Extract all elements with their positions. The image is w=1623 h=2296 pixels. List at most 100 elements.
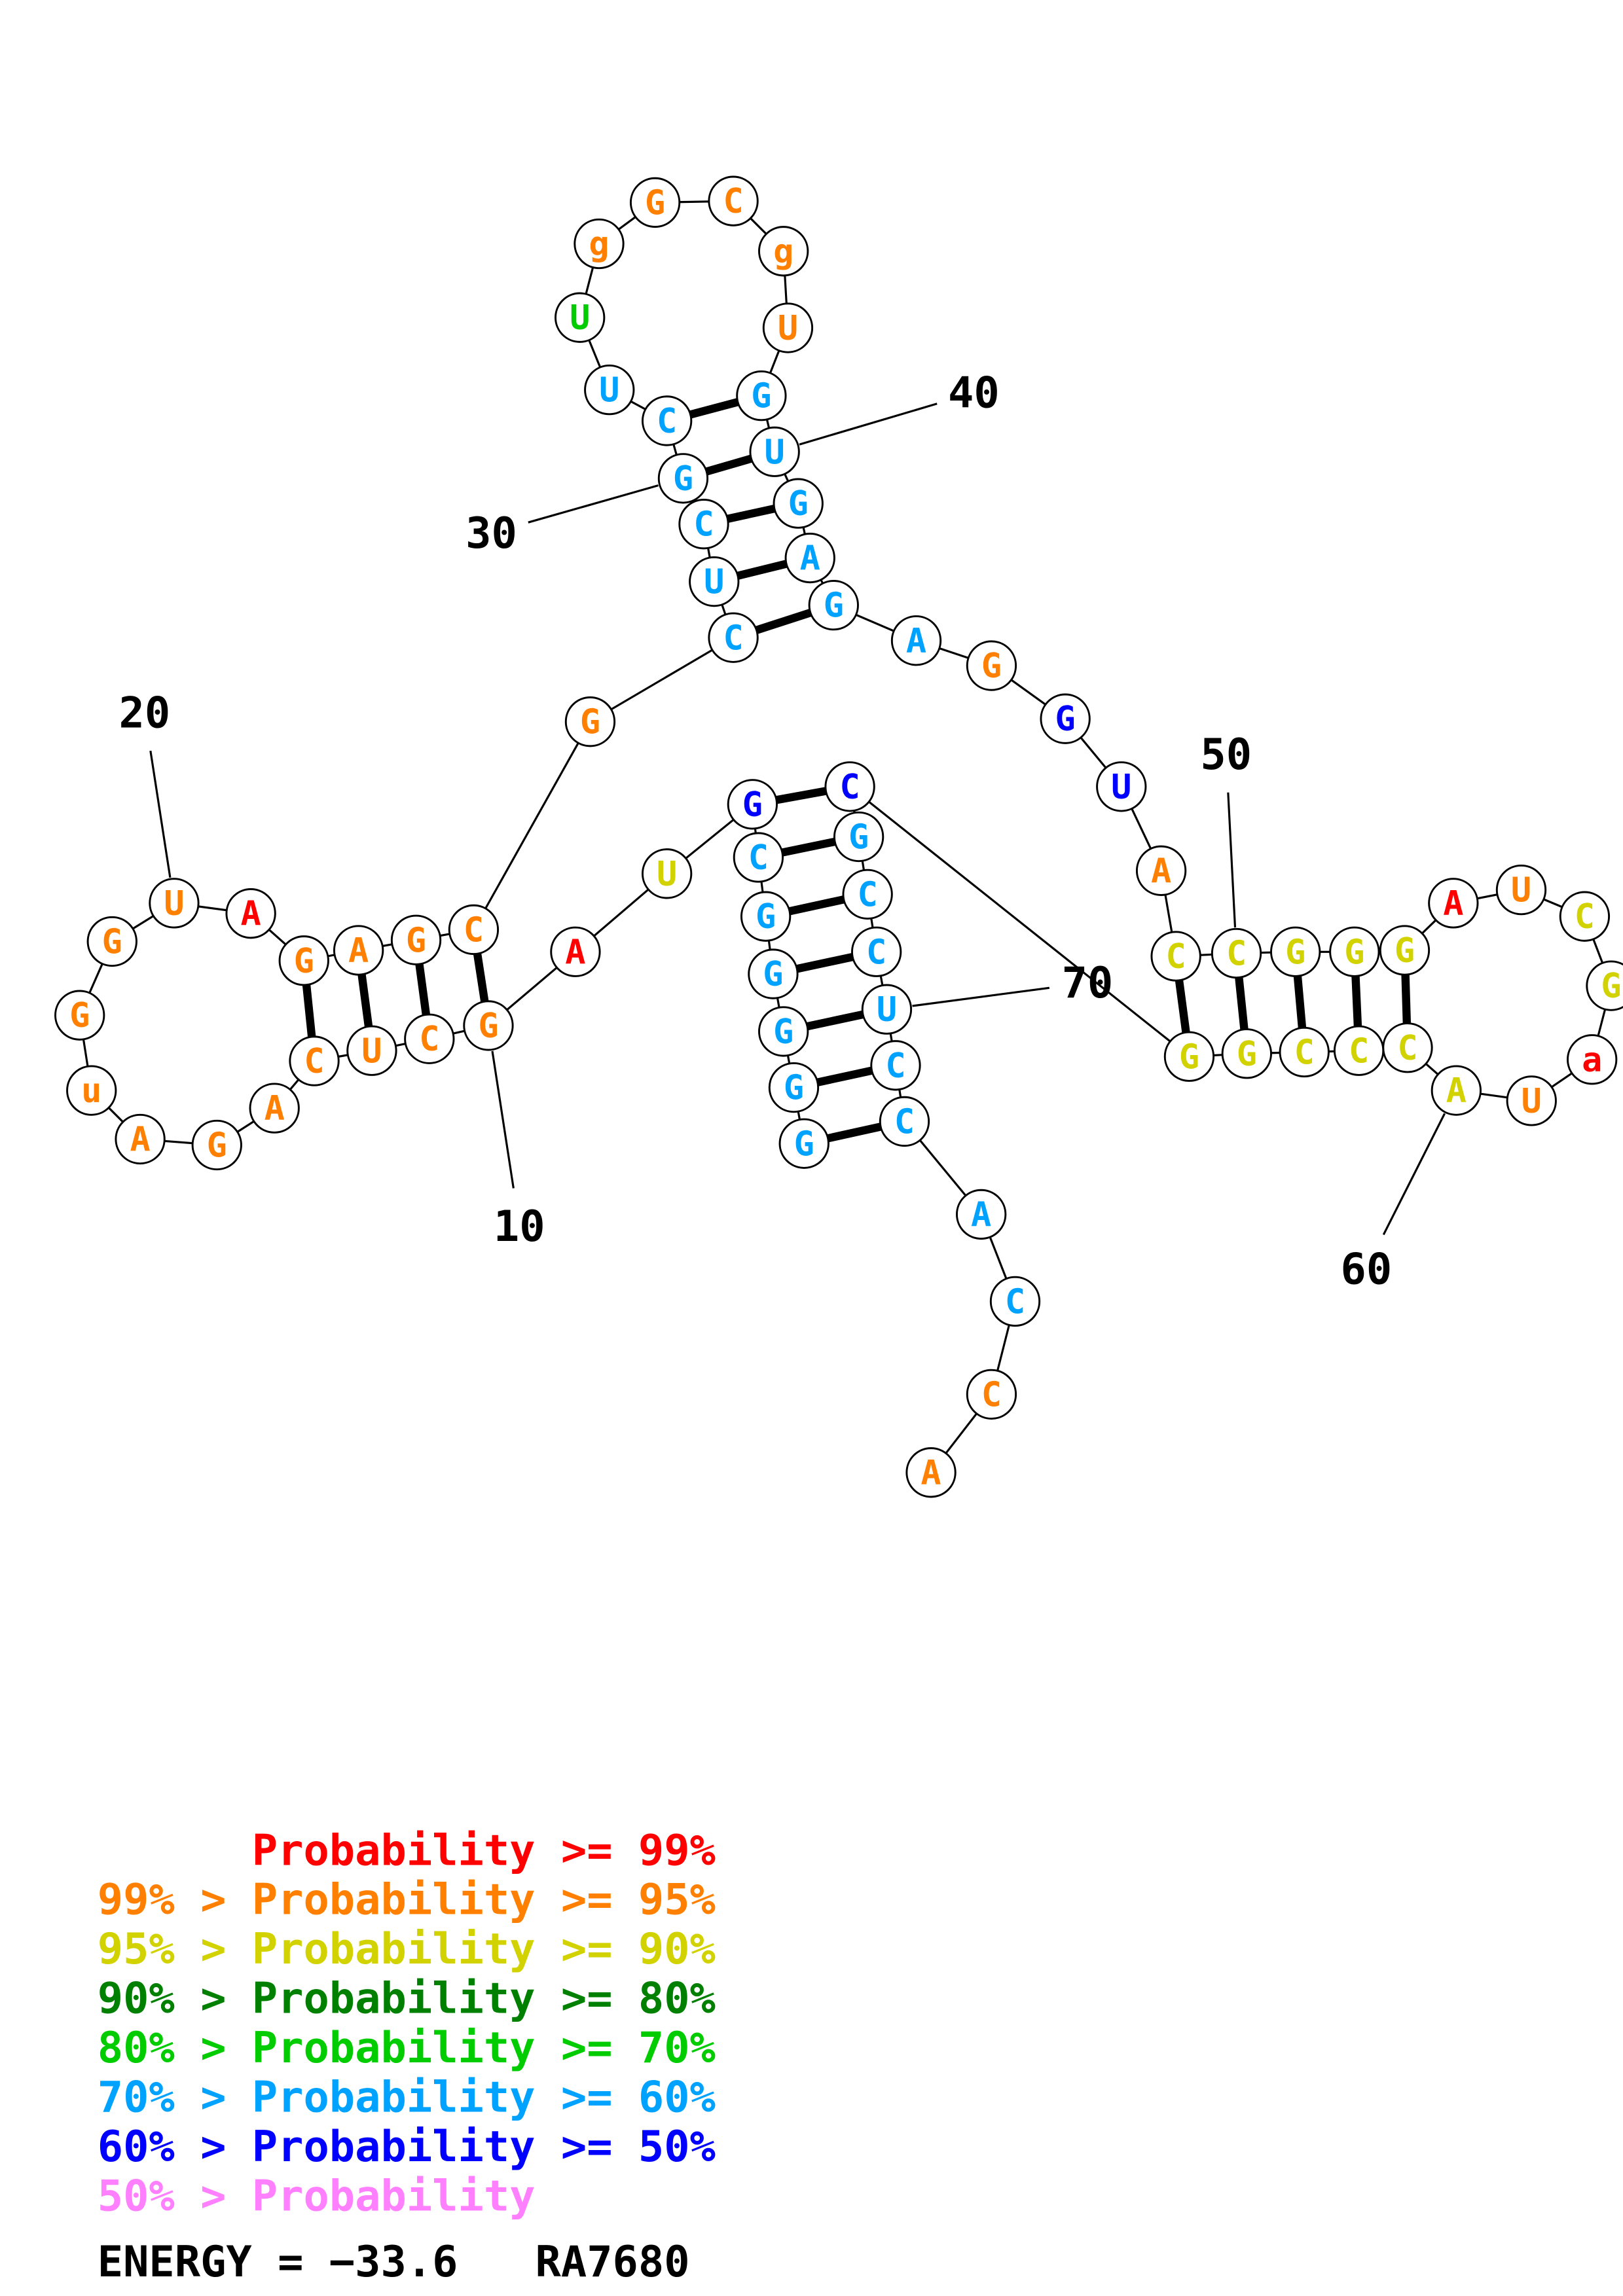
nucleotide-circle-22 (278, 935, 329, 986)
legend-row-6: 70% > Probability >= 60% (98, 2073, 716, 2123)
nucleotide-base-65: G (1179, 1037, 1199, 1077)
nucleotide-circle-74 (989, 1276, 1041, 1327)
position-label-50: 50 (1200, 730, 1252, 780)
nucleotide-base-23: A (348, 931, 369, 971)
backbone-segment-26-27 (589, 636, 734, 723)
backbone-segment-65-66 (849, 785, 1190, 1058)
probability-legend: Probability >= 99%99% > Probability >= 9… (98, 1825, 716, 2287)
leader-line-10 (491, 1050, 515, 1189)
nucleotide-base-2: G (784, 1069, 804, 1108)
nucleotide-base-19: G (102, 923, 122, 962)
nucleotide-circle-67 (833, 811, 884, 863)
nucleotide-circle-44 (890, 615, 942, 666)
nucleotide-circle-37 (758, 226, 809, 277)
nucleotide-base-29: C (693, 505, 714, 545)
nucleotide-base-67: G (848, 818, 869, 857)
nucleotide-base-16: A (130, 1121, 150, 1160)
nucleotide-base-35: G (645, 183, 665, 223)
nucleotide-base-75: C (981, 1375, 1002, 1414)
leader-line-30 (528, 484, 659, 524)
position-label-10: 10 (494, 1202, 545, 1251)
nucleotide-circle-64 (1221, 1028, 1272, 1079)
nucleotide-base-72: C (894, 1102, 915, 1141)
leader-line-20 (149, 750, 172, 878)
nucleotide-circle-36 (708, 175, 759, 226)
nucleotide-base-63: C (1294, 1033, 1315, 1073)
nucleotide-base-38: U (778, 309, 798, 348)
nucleotide-base-51: G (1285, 933, 1305, 972)
position-label-60: 60 (1341, 1244, 1393, 1294)
nucleotide-base-17: u (81, 1071, 101, 1111)
nucleotide-base-36: C (723, 182, 743, 221)
nucleotide-base-73: A (971, 1195, 991, 1234)
nucleotide-circle-56 (1559, 891, 1611, 942)
nucleotide-base-49: C (1166, 937, 1186, 977)
legend-row-4: 90% > Probability >= 80% (98, 1974, 716, 2024)
nucleotide-base-46: G (1055, 700, 1076, 739)
nucleotide-circle-11 (404, 1013, 455, 1064)
energy-line: ENERGY = −33.6 RA7680 (98, 2237, 690, 2287)
nucleotide-base-30: G (673, 459, 693, 499)
nucleotide-circle-59 (1506, 1075, 1557, 1126)
nucleotide-circle-16 (115, 1113, 166, 1165)
nucleotide-circle-58 (1567, 1034, 1618, 1085)
backbone-segment-25-26 (473, 721, 591, 931)
nucleotide-base-31: C (657, 402, 677, 441)
nucleotide-circle-69 (851, 926, 902, 977)
nucleotide-base-28: U (704, 563, 724, 602)
nucleotide-circle-42 (784, 532, 835, 584)
nucleotide-circle-15 (191, 1119, 242, 1171)
label-leader-lines (149, 403, 1446, 1236)
nucleotide-circle-54 (1428, 878, 1479, 929)
nucleotide-base-66: C (839, 768, 860, 807)
nucleotide-base-55: U (1511, 871, 1531, 910)
nucleotide-base-21: A (241, 895, 261, 934)
nucleotide-circle-63 (1279, 1026, 1330, 1078)
nucleotide-base-60: A (1446, 1071, 1467, 1111)
nucleotide-circle-30 (657, 453, 709, 504)
nucleotide-circle-26 (564, 696, 616, 747)
nucleotide-circle-23 (333, 925, 384, 976)
nucleotide-circle-45 (966, 640, 1017, 691)
nucleotide-circle-68 (842, 869, 893, 920)
nucleotide-circle-65 (1163, 1031, 1215, 1082)
nucleotide-circle-75 (966, 1369, 1017, 1420)
nucleotide-base-47: U (1111, 768, 1131, 807)
nucleotide-circle-31 (641, 395, 693, 446)
nucleotide-circle-76 (905, 1447, 957, 1498)
nucleotide-circle-66 (824, 761, 875, 812)
nucleotide-base-54: A (1443, 884, 1463, 924)
nucleotide-circle-4 (748, 948, 799, 999)
nucleotide-circle-49 (1150, 931, 1201, 982)
nucleotide-circle-13 (289, 1035, 340, 1086)
nucleotide-circle-33 (555, 292, 606, 343)
nucleotide-base-32: U (599, 371, 619, 410)
nucleotide-base-74: C (1005, 1282, 1025, 1321)
nucleotide-circle-2 (768, 1062, 820, 1113)
legend-row-2: 99% > Probability >= 95% (98, 1875, 716, 1925)
nucleotide-base-9: A (565, 933, 585, 972)
nucleotide-base-69: C (866, 933, 886, 972)
nucleotide-circle-29 (678, 499, 729, 550)
nucleotide-base-26: G (580, 703, 600, 742)
nucleotide-circle-9 (550, 926, 601, 977)
legend-row-1: Probability >= 99% (98, 1825, 716, 1875)
nucleotide-circle-19 (86, 916, 137, 967)
nucleotide-base-15: G (207, 1126, 227, 1166)
nucleotide-circle-10 (463, 1000, 514, 1051)
nucleotide-circle-46 (1040, 693, 1091, 744)
nucleotide-base-43: G (824, 586, 844, 626)
nucleotide-circle-21 (225, 888, 276, 939)
nucleotide-circle-5 (740, 891, 792, 942)
nucleotide-base-68: C (858, 875, 878, 914)
nucleotide-circle-53 (1379, 925, 1431, 976)
nucleotide-base-58: a (1582, 1041, 1602, 1080)
legend-row-5: 80% > Probability >= 70% (98, 2023, 716, 2073)
nucleotide-base-24: G (406, 921, 426, 960)
nucleotide-base-11: C (419, 1020, 439, 1059)
nucleotide-base-40: U (765, 433, 785, 472)
nucleotide-circle-57 (1586, 960, 1623, 1011)
nucleotide-circle-47 (1096, 761, 1147, 812)
nucleotide-circle-12 (346, 1025, 397, 1076)
